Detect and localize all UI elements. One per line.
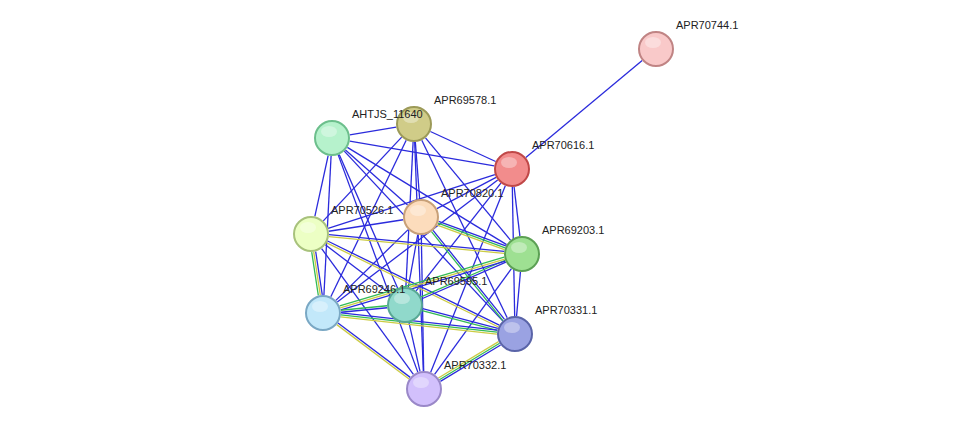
interaction-edge [514, 187, 520, 236]
protein-node: APR70526.1 [293, 216, 329, 252]
node-label: APR69578.1 [434, 94, 496, 107]
node-gloss [645, 37, 661, 48]
node-label: APR70332.1 [444, 359, 506, 372]
interaction-edge [329, 235, 504, 254]
interaction-edge [312, 251, 323, 295]
interaction-edge [345, 150, 407, 205]
interaction-edge [329, 220, 403, 232]
edge-line [329, 237, 504, 254]
interaction-edge [341, 306, 387, 312]
protein-node: APR70332.1 [406, 371, 442, 407]
edge-line [517, 272, 521, 316]
protein-node: APR70331.1 [497, 316, 533, 352]
protein-node: APR69203.1 [504, 236, 540, 272]
edge-line [312, 252, 319, 295]
edge-line [341, 306, 387, 311]
node-label: APR70526.1 [331, 204, 393, 217]
edge-line [337, 325, 409, 379]
interaction-edge [526, 61, 642, 158]
protein-node: APR70616.1 [494, 151, 530, 187]
node-gloss [501, 157, 517, 168]
interaction-edge [409, 323, 420, 372]
node-gloss [321, 126, 337, 137]
protein-node: APR70744.1 [638, 31, 674, 67]
node-label: APR69246.1 [343, 283, 405, 296]
protein-node: AHTJS_11640 [314, 120, 350, 156]
node-gloss [300, 222, 316, 233]
edge-line [341, 317, 497, 334]
edge-line [421, 260, 505, 297]
node-label: APR70820.1 [441, 187, 503, 200]
node-label: APR70331.1 [535, 304, 597, 317]
node-label: AHTJS_11640 [352, 108, 423, 121]
node-label: APR70616.1 [532, 139, 594, 152]
edge-line [329, 220, 403, 232]
protein-node: APR69246.1 [305, 295, 341, 331]
edge-line [415, 142, 424, 371]
interaction-edge [415, 142, 424, 371]
edge-line [409, 323, 420, 372]
protein-node: APR70820.1 [403, 199, 439, 235]
node-gloss [511, 242, 527, 253]
interaction-edge [337, 323, 410, 379]
edge-line [526, 61, 642, 158]
edge-line [341, 315, 497, 332]
node-gloss [312, 301, 328, 312]
interaction-edge [315, 156, 328, 217]
node-gloss [413, 377, 429, 388]
edge-line [345, 150, 407, 205]
node-label: APR70744.1 [676, 19, 738, 32]
edge-line [350, 127, 397, 135]
edge-line [338, 323, 410, 377]
node-label: APR69595.1 [425, 275, 487, 288]
edge-line [328, 241, 500, 325]
node-gloss [504, 322, 520, 333]
edge-line [438, 223, 505, 248]
node-label: APR69203.1 [542, 224, 604, 237]
edge-line [315, 156, 328, 217]
edge-line [439, 221, 506, 246]
edge-line [514, 187, 520, 236]
interaction-edge [350, 127, 397, 135]
edge-line [341, 261, 505, 310]
node-gloss [410, 205, 426, 216]
edge-line [329, 235, 504, 252]
interaction-edge [517, 272, 521, 316]
